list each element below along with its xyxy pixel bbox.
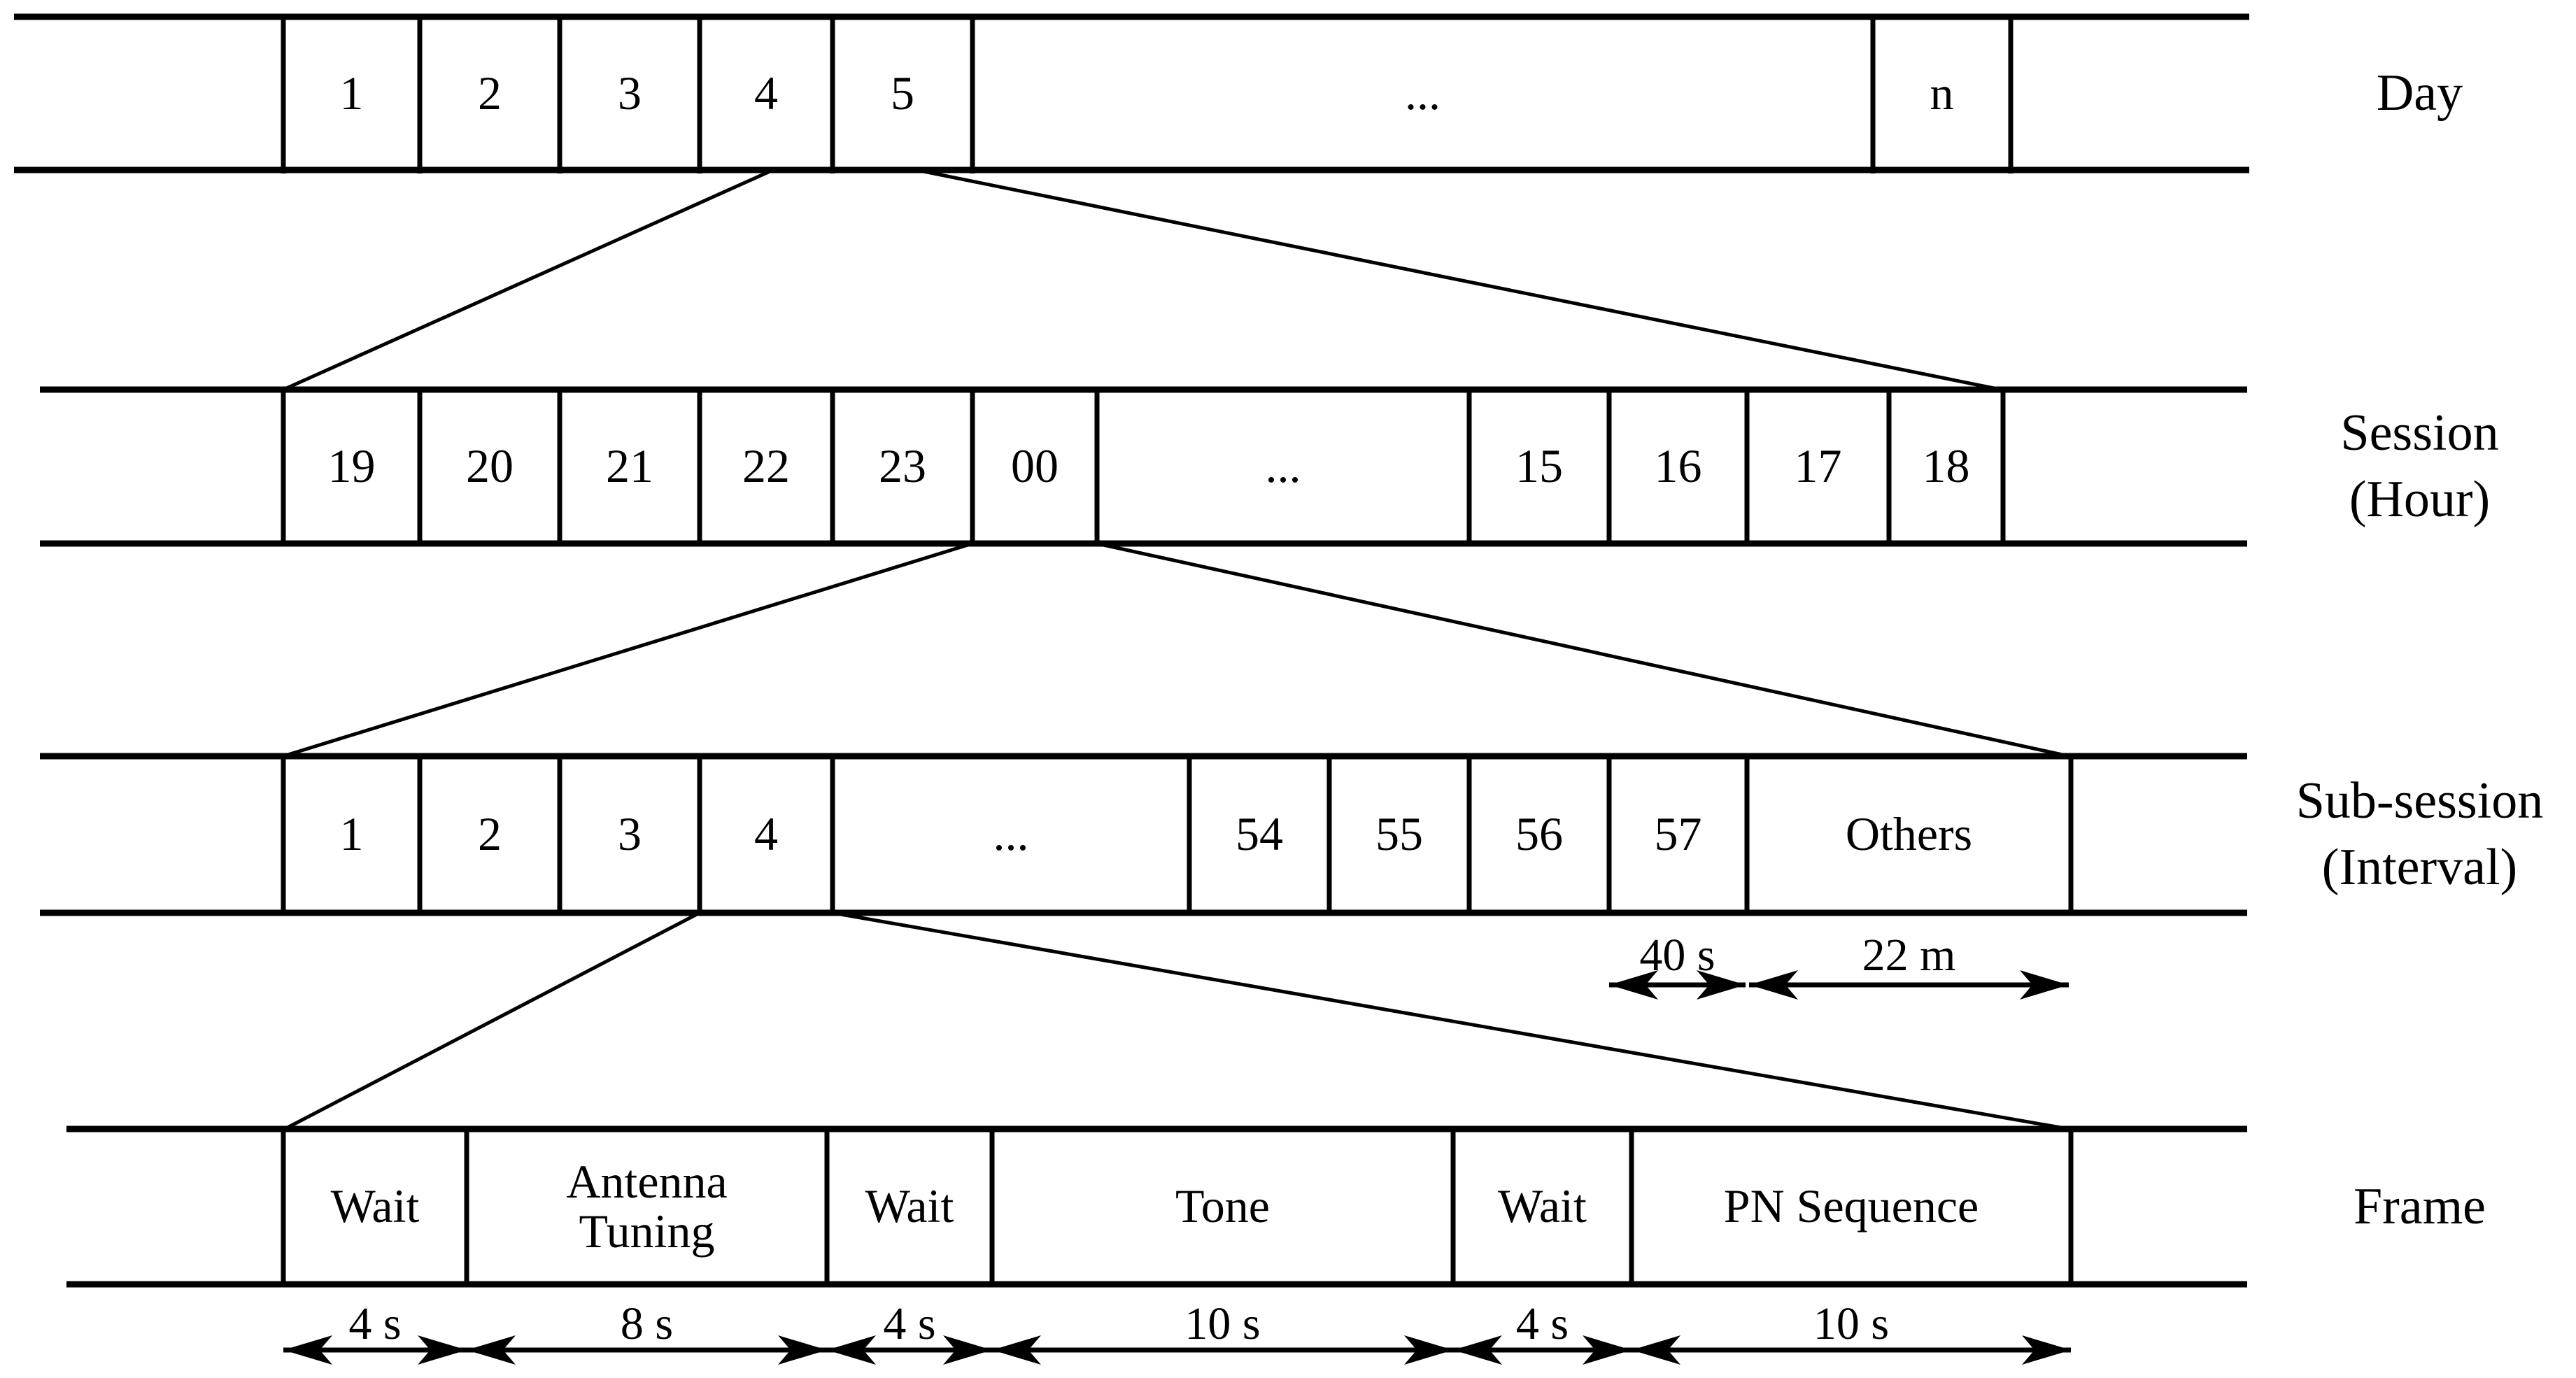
dimension-arrowheads — [283, 970, 2071, 1365]
subsession-duration-label: 22 m — [1862, 930, 1956, 981]
frame-duration-label: 4 s — [348, 1298, 402, 1349]
arrowhead — [1632, 1335, 1680, 1365]
day-cell: 2 — [478, 66, 502, 120]
subsession-cell: 1 — [339, 807, 364, 861]
funnel-subsession-to-frame-right — [830, 911, 2071, 1131]
row-label-session: Session (Hour) — [2263, 390, 2576, 544]
session-cell: 00 — [1011, 439, 1059, 493]
frame-cell-wait: Wait — [865, 1179, 954, 1233]
day-label-text: Day — [2376, 64, 2463, 122]
arrowhead — [1583, 1335, 1632, 1365]
funnel-session-to-subsession-right — [1095, 541, 2071, 758]
frame-duration-label: 10 s — [1184, 1298, 1261, 1349]
session-cell: 15 — [1515, 439, 1563, 493]
funnel-day-to-session-right — [914, 168, 2003, 392]
frame-duration-label: 8 s — [620, 1298, 674, 1349]
frame-duration-label: 4 s — [1515, 1298, 1569, 1349]
frame-cell-wait: Wait — [330, 1179, 420, 1233]
subsession-ellipsis-cell: ... — [993, 807, 1029, 861]
day-cell: 3 — [618, 66, 642, 120]
arrowhead — [2020, 970, 2069, 1000]
day-cell-borders — [281, 14, 2014, 173]
session-label-line2: (Hour) — [2349, 471, 2491, 528]
day-band-rails — [14, 13, 2249, 173]
arrowhead — [778, 1335, 827, 1365]
frame-cell-pn-sequence: PN Sequence — [1723, 1179, 1979, 1233]
funnel-lines — [281, 168, 2071, 1131]
funnel-subsession-to-frame-left — [283, 911, 702, 1131]
arrowhead — [992, 1335, 1041, 1365]
row-label-frame: Frame — [2263, 1129, 2576, 1284]
session-cell: 21 — [606, 439, 653, 493]
subsession-label-line1: Sub-session — [2295, 772, 2544, 830]
day-cell: 4 — [754, 66, 778, 120]
session-cell: 23 — [879, 439, 926, 493]
frame-duration-label: 10 s — [1813, 1298, 1890, 1349]
frame-band-rails — [66, 1125, 2247, 1288]
arrowhead — [1697, 970, 1746, 1000]
arrowhead — [2022, 1335, 2071, 1365]
frame-cell-borders — [281, 1126, 2074, 1287]
arrowhead — [1404, 1335, 1453, 1365]
session-cell: 19 — [327, 439, 376, 493]
session-cell: 16 — [1654, 439, 1702, 493]
subsession-cell: 57 — [1654, 807, 1702, 861]
session-cell-borders — [281, 387, 2006, 546]
arrowhead — [418, 1335, 467, 1365]
session-ellipsis-cell: ... — [1265, 439, 1301, 493]
session-cell: 20 — [466, 439, 514, 493]
funnel-day-to-session-left — [281, 168, 775, 392]
day-cell: 5 — [891, 66, 914, 120]
arrowhead — [1749, 970, 1798, 1000]
frame-cell-tone: Tone — [1175, 1179, 1270, 1233]
day-cell: 1 — [339, 66, 364, 120]
arrowhead — [467, 1335, 516, 1365]
arrowhead — [1453, 1335, 1502, 1365]
frame-label-text: Frame — [2353, 1177, 2486, 1235]
funnel-session-to-subsession-left — [281, 541, 975, 758]
subsession-duration-label: 40 s — [1639, 930, 1715, 981]
frame-duration-label: 4 s — [883, 1298, 936, 1349]
arrowhead — [943, 1335, 992, 1365]
subsession-cell: 54 — [1236, 807, 1283, 861]
subsession-band-rails — [40, 753, 2247, 916]
day-ellipsis-cell: ... — [1405, 66, 1441, 120]
session-band-rails — [40, 386, 2247, 547]
subsession-others-cell: Others — [1845, 807, 1973, 861]
arrowhead — [283, 1335, 332, 1365]
row-label-subsession: Sub-session (Interval) — [2263, 756, 2576, 913]
subsession-cell: 55 — [1375, 807, 1423, 861]
arrowhead — [827, 1335, 876, 1365]
row-label-day: Day — [2263, 17, 2576, 170]
frame-cell-wait: Wait — [1498, 1179, 1587, 1233]
frame-cell-antenna-tuning: Antenna Tuning — [467, 1129, 827, 1284]
session-cell: 22 — [742, 439, 790, 493]
subsession-label-line2: (Interval) — [2321, 839, 2518, 896]
arrowhead — [1609, 970, 1658, 1000]
session-cell: 17 — [1794, 439, 1842, 493]
antenna-tuning-text: Antenna Tuning — [566, 1154, 728, 1258]
subsession-cell: 3 — [618, 807, 642, 861]
band-rails — [14, 13, 2249, 1288]
cell-borders — [281, 14, 2074, 1287]
session-cell: 18 — [1922, 439, 1970, 493]
subsession-cell: 4 — [754, 807, 778, 861]
subsession-cell: 56 — [1515, 807, 1563, 861]
day-cell: n — [1930, 66, 1954, 120]
session-label-line1: Session — [2340, 404, 2499, 462]
subsession-cell-borders — [281, 753, 2074, 916]
subsession-cell: 2 — [478, 807, 502, 861]
